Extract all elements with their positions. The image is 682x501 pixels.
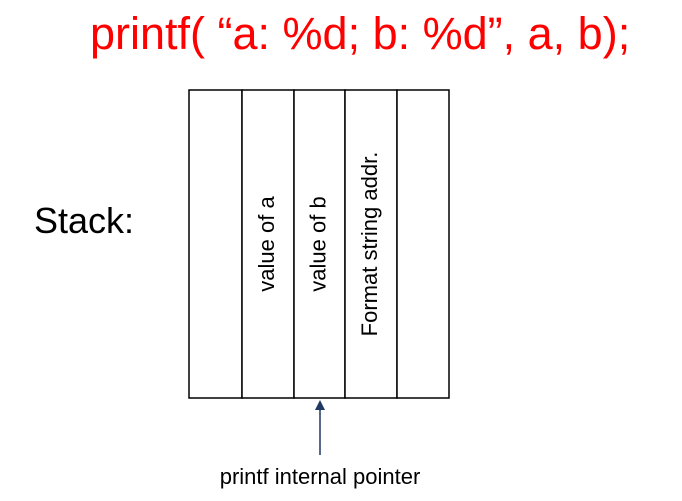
stack-cell-2-label: value of a bbox=[254, 196, 279, 292]
code-title: printf( “a: %d; b: %d”, a, b); bbox=[90, 8, 631, 59]
title-region: printf( “a: %d; b: %d”, a, b); bbox=[0, 0, 682, 70]
stack-cell-2-box bbox=[241, 89, 295, 399]
stack-cell-3: value of b bbox=[293, 89, 346, 399]
stack-cell-5 bbox=[396, 89, 450, 399]
stack-label: Stack: bbox=[34, 200, 135, 241]
stack-cell-3-label: value of b bbox=[305, 196, 330, 291]
stack-cell-4-label: Format string addr. bbox=[357, 152, 382, 337]
stack-cell-1-box bbox=[188, 89, 243, 399]
pointer-arrow bbox=[315, 400, 325, 455]
stack-cell-4: Format string addr. bbox=[344, 89, 398, 399]
pointer-arrow-head bbox=[315, 400, 325, 410]
stack-cell-5-box bbox=[396, 89, 450, 399]
stack-cells: value of a value of b Format string addr… bbox=[188, 89, 450, 399]
stack-cell-1 bbox=[188, 89, 243, 399]
stack-cell-2: value of a bbox=[241, 89, 295, 399]
pointer-label: printf internal pointer bbox=[220, 464, 421, 489]
